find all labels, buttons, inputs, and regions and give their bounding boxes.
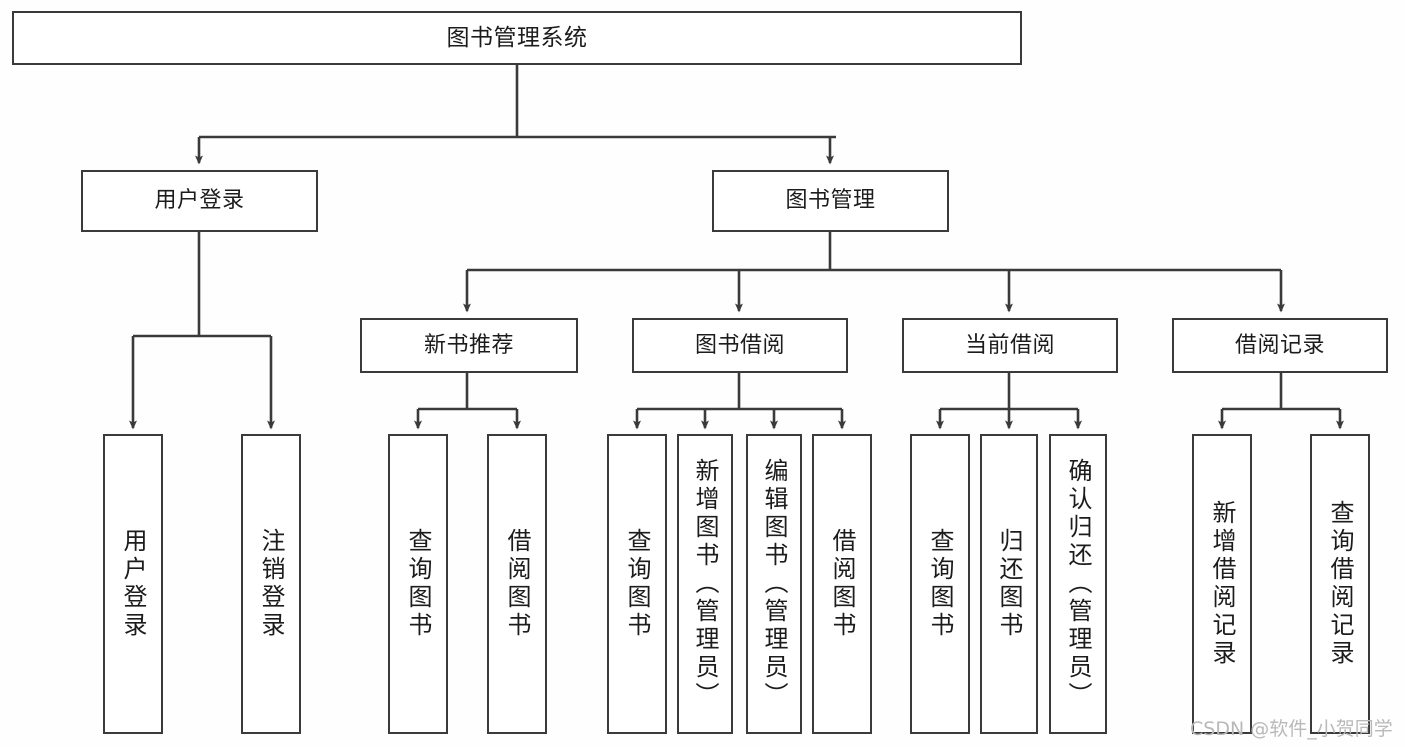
node-label: 查询图书 [404, 528, 432, 640]
leaf-logout[interactable]: 注销登录 [241, 434, 301, 734]
node-label: 归还图书 [995, 528, 1023, 640]
node-label: 当前借阅 [964, 332, 1055, 358]
node-label: 查询图书 [623, 528, 651, 640]
node-user-login[interactable]: 用户登录 [81, 170, 318, 232]
node-label: 查询图书 [926, 528, 954, 640]
node-label: 编辑图书（管理员） [760, 458, 788, 710]
node-book-borrow[interactable]: 图书借阅 [632, 318, 848, 373]
node-book-manage[interactable]: 图书管理 [712, 170, 949, 232]
node-new-book-recommend[interactable]: 新书推荐 [360, 318, 578, 373]
leaf-borrow-query-book[interactable]: 查询图书 [607, 434, 667, 734]
node-current-borrow[interactable]: 当前借阅 [902, 318, 1118, 373]
leaf-borrow-add-book[interactable]: 新增图书（管理员） [677, 434, 733, 734]
leaf-borrow-borrow-book[interactable]: 借阅图书 [812, 434, 872, 734]
watermark: CSDN @软件_小贺同学 [1190, 718, 1393, 740]
leaf-new-book-borrow[interactable]: 借阅图书 [487, 434, 547, 734]
leaf-borrow-edit-book[interactable]: 编辑图书（管理员） [746, 434, 802, 734]
node-label: 新增图书（管理员） [691, 458, 719, 710]
node-label: 新增借阅记录 [1208, 500, 1236, 668]
node-borrow-record[interactable]: 借阅记录 [1172, 318, 1388, 373]
node-label: 图书借阅 [694, 332, 785, 358]
node-label: 借阅记录 [1234, 332, 1325, 358]
node-label: 借阅图书 [828, 528, 856, 640]
node-label: 用户登录 [154, 188, 245, 214]
leaf-record-query[interactable]: 查询借阅记录 [1310, 434, 1370, 734]
node-label: 新书推荐 [423, 332, 514, 358]
leaf-current-confirm-return[interactable]: 确认归还（管理员） [1049, 434, 1107, 734]
leaf-current-return-book[interactable]: 归还图书 [980, 434, 1038, 734]
node-label: 注销登录 [257, 528, 285, 640]
node-label: 图书管理系统 [446, 24, 588, 51]
node-label: 用户登录 [119, 528, 147, 640]
leaf-record-add[interactable]: 新增借阅记录 [1192, 434, 1252, 734]
node-label: 查询借阅记录 [1326, 500, 1354, 668]
leaf-user-login[interactable]: 用户登录 [103, 434, 163, 734]
node-root-system[interactable]: 图书管理系统 [12, 11, 1022, 65]
leaf-new-book-query[interactable]: 查询图书 [388, 434, 448, 734]
node-label: 图书管理 [785, 188, 876, 214]
node-label: 确认归还（管理员） [1064, 458, 1092, 710]
node-label: 借阅图书 [503, 528, 531, 640]
leaf-current-query-book[interactable]: 查询图书 [910, 434, 970, 734]
